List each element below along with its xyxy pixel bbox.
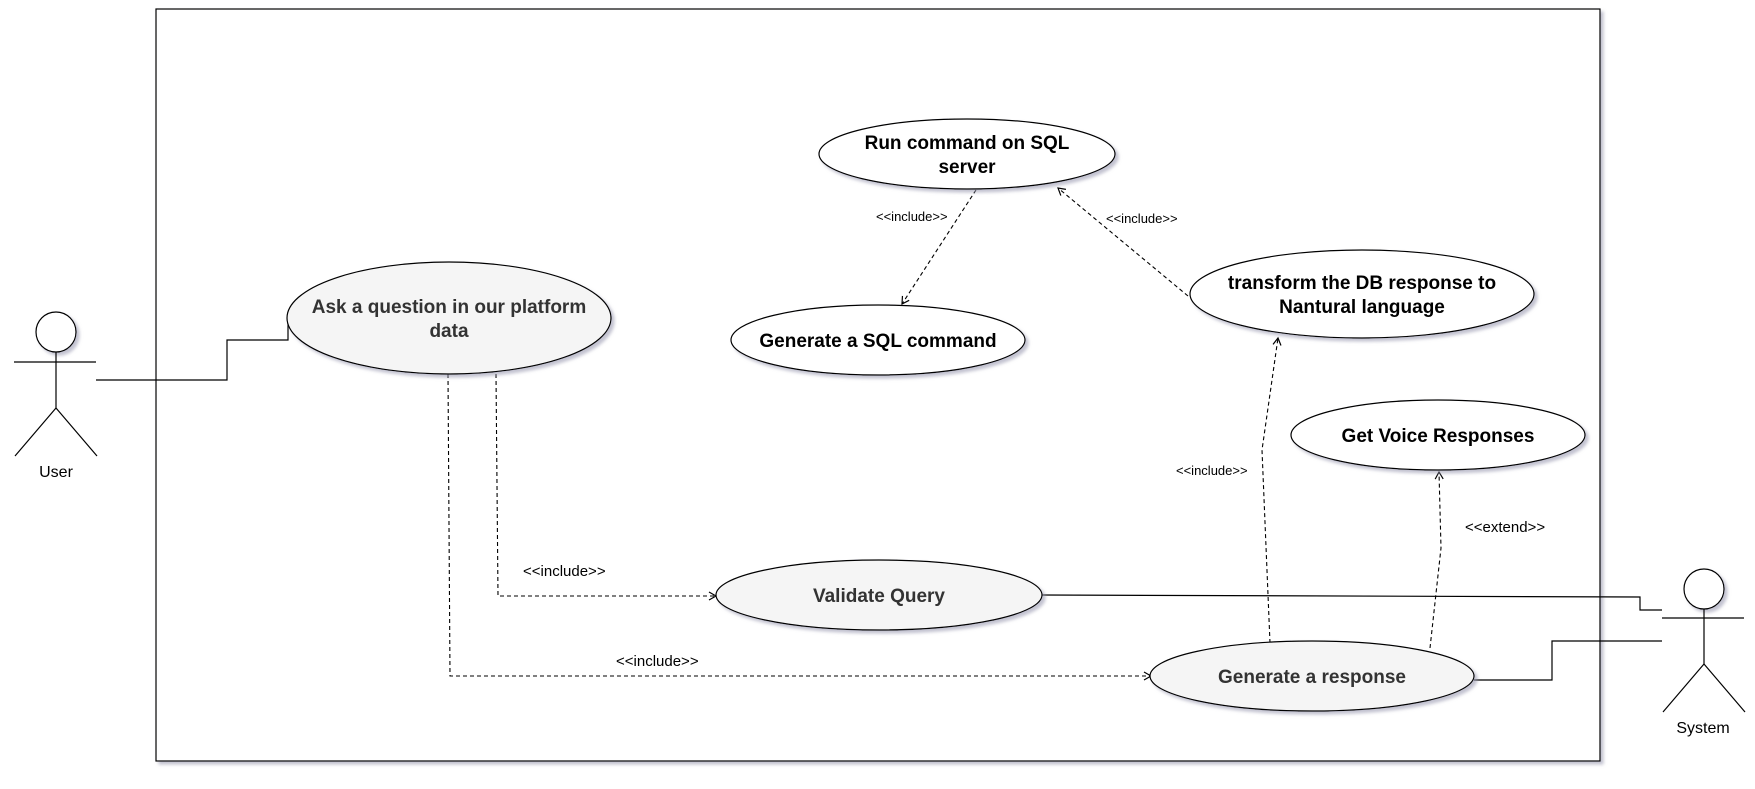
use-case-label: Generate a SQL command [759,331,996,352]
include-label: <<include>> [1176,463,1248,478]
use-case-label: data [429,321,469,342]
include-label: <<include>> [1106,211,1178,226]
use-case-validate-query[interactable]: Validate Query [715,559,1043,631]
include-label: <<include>> [616,653,699,670]
use-case-get-voice[interactable]: Get Voice Responses [1290,399,1586,471]
include-run-generate-sql [901,189,977,306]
association-user-ask [96,318,289,381]
include-transform-run [1057,187,1189,297]
association-validate-system [1041,594,1662,611]
use-case-label: Nantural language [1279,297,1445,318]
include-ask-response [447,373,1153,681]
use-case-label: Get Voice Responses [1342,426,1535,447]
use-case-label: transform the DB response to [1228,273,1496,294]
association-response-system [1474,640,1662,681]
use-case-label: Run command on SQL [865,133,1070,154]
use-case-label: Generate a response [1218,667,1406,688]
actor-label: User [39,464,73,481]
include-label: <<include>> [523,563,606,580]
actor-user[interactable]: User [14,311,98,481]
use-case-generate-sql[interactable]: Generate a SQL command [730,304,1026,376]
include-ask-validate [495,373,718,601]
use-case-transform-response[interactable]: transform the DB response to Nantural la… [1189,249,1535,339]
extend-response-voice [1429,470,1444,649]
use-case-label: server [938,157,996,178]
include-label: <<include>> [876,209,948,224]
use-case-generate-response[interactable]: Generate a response [1149,640,1475,712]
actor-system[interactable]: System [1662,568,1746,737]
include-response-transform [1261,336,1282,644]
use-case-label: Validate Query [813,586,945,607]
use-case-run-command[interactable]: Run command on SQL server [818,118,1116,190]
use-case-ask-question[interactable]: Ask a question in our platform data [286,261,612,375]
actor-label: System [1676,720,1729,737]
use-case-label: Ask a question in our platform [312,297,586,318]
extend-label: <<extend>> [1465,519,1545,536]
